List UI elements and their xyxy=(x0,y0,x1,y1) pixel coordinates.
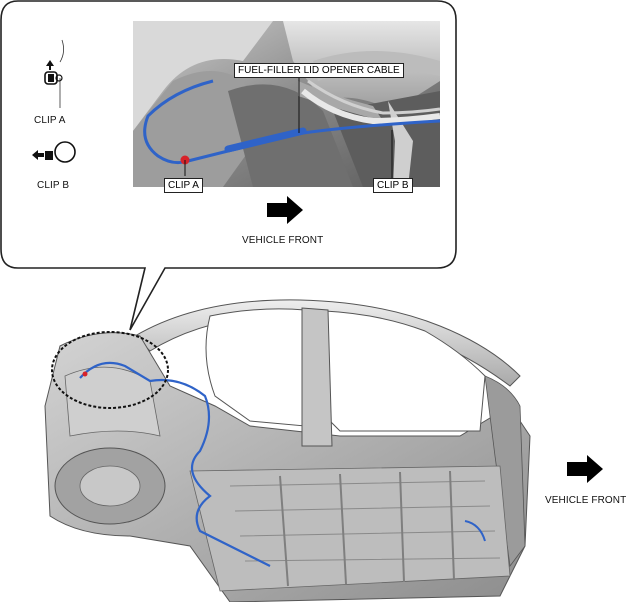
vehicle-body-illustration xyxy=(40,296,540,602)
legend-clip-a-label: CLIP A xyxy=(34,115,66,126)
arrow-right-icon xyxy=(267,196,303,224)
overview-arrow-right-icon xyxy=(567,455,603,483)
clip-b-photo-label: CLIP B xyxy=(373,178,413,193)
overview-vehicle-front-label: VEHICLE FRONT xyxy=(545,495,627,506)
cable-label: FUEL-FILLER LID OPENER CABLE xyxy=(234,63,404,78)
detail-photo xyxy=(133,21,440,187)
clip-b-icon xyxy=(32,141,76,163)
clip-a-icon xyxy=(44,60,63,85)
legend-clip-b-label: CLIP B xyxy=(37,180,70,191)
callout-vehicle-front-label: VEHICLE FRONT xyxy=(242,235,324,246)
clip-a-photo-label: CLIP A xyxy=(164,178,203,193)
